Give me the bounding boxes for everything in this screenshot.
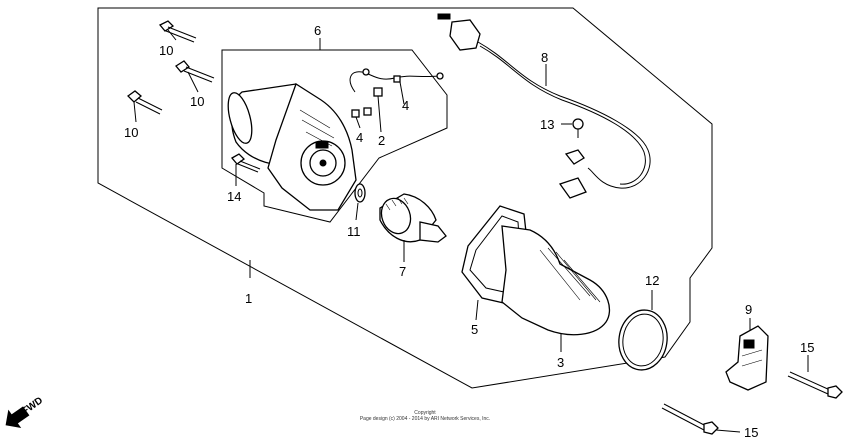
o-ring-12 [618, 309, 668, 371]
callout-1: 1 [245, 291, 252, 306]
callout-10-middle: 10 [190, 94, 204, 109]
brush-terminal-assembly [349, 68, 444, 118]
bracket-9 [725, 325, 769, 391]
starter-cable-8 [437, 13, 651, 199]
leader-lines [133, 29, 809, 433]
callout-11: 11 [347, 224, 361, 239]
motor-subassembly-frame [221, 49, 448, 223]
callout-13: 13 [540, 117, 554, 132]
callout-3: 3 [557, 355, 564, 370]
starter-motor [227, 83, 357, 211]
callout-10-top: 10 [159, 43, 173, 58]
assembly-frame [97, 7, 713, 389]
bolt-10-left [126, 90, 163, 115]
callout-4-left: 4 [356, 130, 363, 145]
starter-cover [501, 225, 611, 336]
callout-14: 14 [227, 189, 241, 204]
bolt-14 [231, 153, 261, 173]
callout-10-left: 10 [124, 125, 138, 140]
callout-5: 5 [471, 322, 478, 337]
callout-15-bottom: 15 [744, 425, 758, 440]
callout-8: 8 [541, 50, 548, 65]
callout-15-right: 15 [800, 340, 814, 355]
washer-11 [354, 183, 366, 203]
bolt-15-bottom [661, 403, 719, 435]
callout-7: 7 [399, 264, 406, 279]
copyright-line-2: Page design (c) 2004 - 2014 by ARI Netwo… [359, 416, 491, 422]
fwd-label: FWD [20, 395, 45, 417]
bolt-13 [572, 118, 584, 138]
fwd-arrow: FWD [5, 395, 45, 429]
bolt-15-right [787, 371, 843, 399]
copyright-line-1: Copyright [414, 410, 436, 416]
callout-2: 2 [378, 133, 385, 148]
callout-6: 6 [314, 23, 321, 38]
callout-9: 9 [745, 302, 752, 317]
callout-4-right: 4 [402, 98, 409, 113]
bolt-10-top [158, 20, 197, 43]
callout-12: 12 [645, 273, 659, 288]
bolt-10-middle [175, 60, 215, 83]
starter-clutch-gear [379, 193, 447, 243]
